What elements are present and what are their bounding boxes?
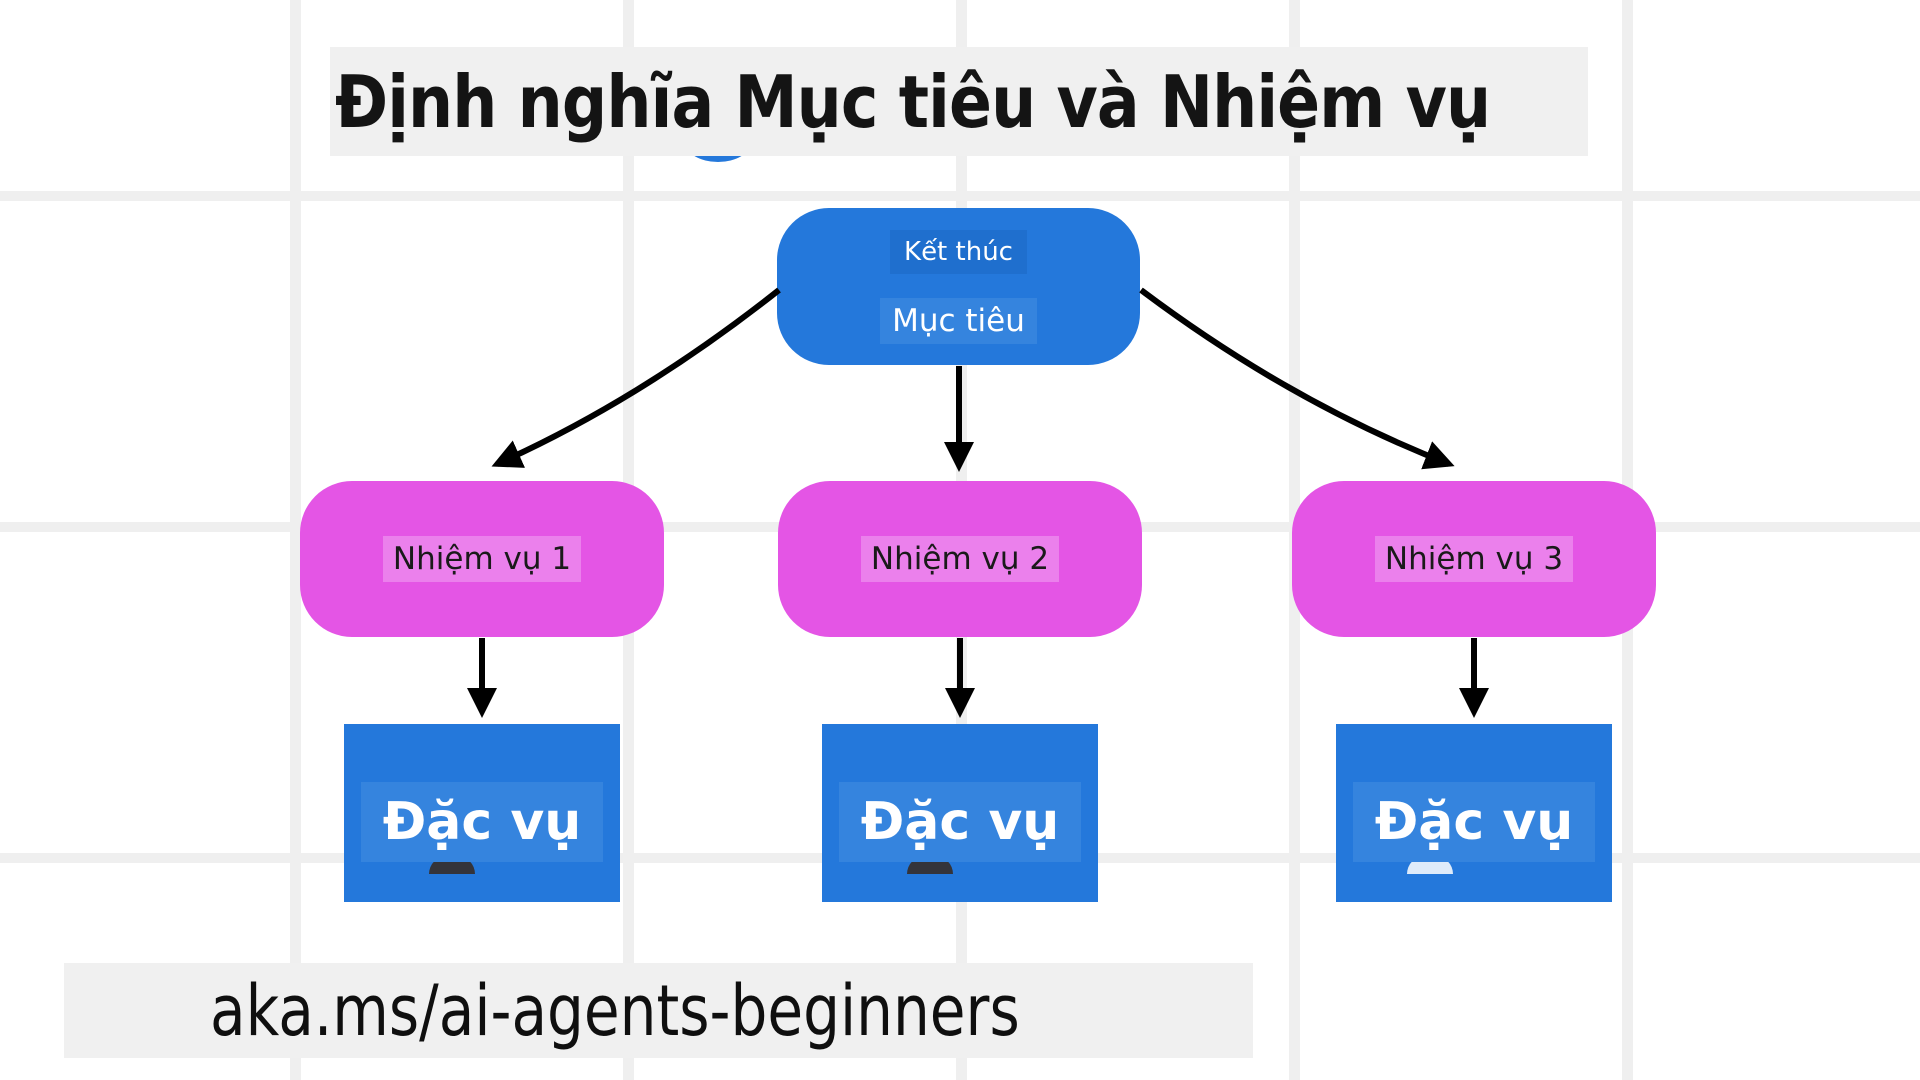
goal-node-line1: Kết thúc [890, 229, 1027, 274]
goal-node-line2: Mục tiêu [880, 297, 1037, 344]
agent-node-3-label: Đặc vụ [1374, 792, 1574, 852]
task-node-2: Nhiệm vụ 2 [778, 481, 1142, 637]
title-bar: Định nghĩa Mục tiêu và Nhiệm vụ [330, 47, 1588, 156]
agent-node-1: Đặc vụ [344, 724, 620, 902]
footer-link-text: aka.ms/ai-agents-beginners [210, 969, 1020, 1052]
footer-bar: aka.ms/ai-agents-beginners [64, 963, 1253, 1058]
arrow-goal-to-task1 [491, 287, 781, 468]
task-node-2-label: Nhiệm vụ 2 [860, 536, 1060, 582]
agent-node-3-highlight: Đặc vụ [1353, 782, 1595, 862]
task-node-3-label: Nhiệm vụ 3 [1374, 536, 1574, 582]
agent-node-2-label: Đặc vụ [860, 792, 1060, 852]
agent-node-2: Đặc vụ [822, 724, 1098, 902]
task-node-1-label: Nhiệm vụ 1 [382, 536, 582, 582]
task-node-3: Nhiệm vụ 3 [1292, 481, 1656, 637]
task-node-1: Nhiệm vụ 1 [300, 481, 664, 637]
agent-node-1-highlight: Đặc vụ [361, 782, 603, 862]
goal-node: Kết thúc Mục tiêu [777, 208, 1140, 365]
agent-node-2-highlight: Đặc vụ [839, 782, 1081, 862]
page-title: Định nghĩa Mục tiêu và Nhiệm vụ [335, 59, 1491, 144]
grid-line-vertical [290, 0, 301, 1080]
agent-node-3: Đặc vụ [1336, 724, 1612, 902]
grid-line-horizontal [0, 191, 1920, 201]
agent-node-1-label: Đặc vụ [382, 792, 582, 852]
